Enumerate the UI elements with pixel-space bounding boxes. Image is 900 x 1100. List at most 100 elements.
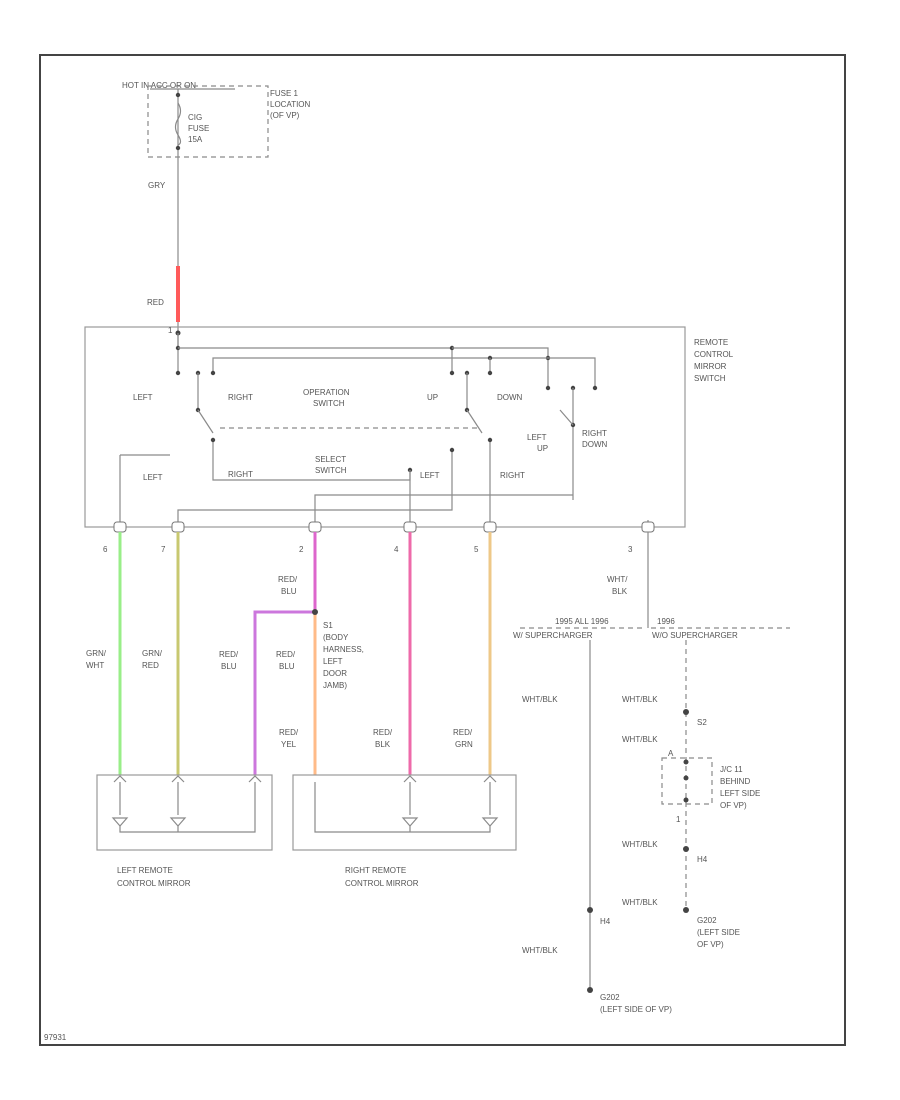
label-operation-2: SWITCH: [313, 399, 345, 408]
label-right-bottom: RIGHT: [228, 470, 253, 479]
label-wht-blk-left: WHT/BLK: [522, 695, 558, 704]
label-red-grn-2: GRN: [455, 740, 473, 749]
junction-line-3: LEFT SIDE: [720, 789, 760, 798]
splice-line-1: (BODY: [323, 633, 349, 642]
diagram-frame: [39, 54, 846, 1046]
splice-line-2: HARNESS,: [323, 645, 364, 654]
label-s2: S2: [697, 718, 707, 727]
splice-line-3: LEFT: [323, 657, 343, 666]
label-select-2: SWITCH: [315, 466, 347, 475]
fuse-line-1: CIG: [188, 113, 202, 122]
label-left-bottom: LEFT: [143, 473, 163, 482]
fuse-box-outline: [147, 85, 269, 158]
label-left-up-1: LEFT: [527, 433, 547, 442]
branch-line-3: 1996: [657, 617, 675, 626]
junction-pin-a: A: [668, 749, 674, 758]
label-right-down-2: DOWN: [582, 440, 608, 449]
fuse-symbol: [174, 102, 182, 146]
label-h4-right: H4: [697, 855, 708, 864]
ground-path: WHT/ BLK 1995 ALL 1996 W/ SUPERCHARGER 1…: [513, 532, 790, 1014]
label-red-blu-left-2: BLU: [221, 662, 237, 671]
label-wht-blk-a: WHT/BLK: [622, 695, 658, 704]
branch-line-2: W/ SUPERCHARGER: [513, 631, 593, 640]
label-up: UP: [427, 393, 438, 402]
label-wht-blk-switch-2: BLK: [612, 587, 628, 596]
label-h4-left: H4: [600, 917, 611, 926]
label-left-sel: LEFT: [420, 471, 440, 480]
switch-name-1: REMOTE: [694, 338, 728, 347]
label-red-blu-mid-1: RED/: [276, 650, 296, 659]
label-grn-red-2: RED: [142, 661, 159, 670]
switch-name-3: MIRROR: [694, 362, 727, 371]
junction-pin-b: 1: [676, 815, 681, 824]
label-red-blu-mid-2: BLU: [279, 662, 295, 671]
label-red-blk-2: BLK: [375, 740, 391, 749]
splice-name: S1: [323, 621, 333, 630]
g202-right-1: G202: [697, 916, 717, 925]
footer-code: 97931: [44, 1033, 67, 1042]
left-mirror-box: [96, 774, 273, 851]
left-remote-control-mirror: LEFT REMOTE CONTROL MIRROR: [96, 774, 273, 888]
branch-line-1: 1995 ALL 1996: [555, 617, 609, 626]
label-red-blu-switch-1: RED/: [278, 575, 298, 584]
g202-right-2: (LEFT SIDE: [697, 928, 740, 937]
label-red-yel-1: RED/: [279, 728, 299, 737]
fuse-line-3: 15A: [188, 135, 203, 144]
pin-4: 4: [394, 545, 399, 554]
label-red-yel-2: YEL: [281, 740, 297, 749]
splice-line-4: DOOR: [323, 669, 347, 678]
right-mirror-label-2: CONTROL MIRROR: [345, 879, 419, 888]
g202-left-1: G202: [600, 993, 620, 1002]
switch-top-pin: 1: [168, 326, 173, 335]
pin-3: 3: [628, 545, 633, 554]
fuse-location-2: LOCATION: [270, 100, 311, 109]
label-wht-blk-d: WHT/BLK: [622, 898, 658, 907]
fuse-location-1: FUSE 1: [270, 89, 299, 98]
g202-left-2: (LEFT SIDE OF VP): [600, 1005, 672, 1014]
label-grn-red-1: GRN/: [142, 649, 163, 658]
fuse-block: HOT IN ACC OR ON CIG FUSE 15A FUSE 1 LOC…: [122, 81, 311, 158]
remote-control-mirror-switch: 1: [84, 326, 734, 554]
right-mirror-label-1: RIGHT REMOTE: [345, 866, 406, 875]
switch-name-2: CONTROL: [694, 350, 734, 359]
right-mirror-box: [292, 774, 517, 851]
junction-connector-box: [661, 757, 713, 805]
label-red-grn-1: RED/: [453, 728, 473, 737]
label-wht-blk-e: WHT/BLK: [522, 946, 558, 955]
label-operation-1: OPERATION: [303, 388, 350, 397]
wire-label-gry: GRY: [148, 181, 166, 190]
label-grn-wht-1: GRN/: [86, 649, 107, 658]
wire-label-red-top: RED: [147, 298, 164, 307]
pin-6: 6: [103, 545, 108, 554]
harness-wires: RED/ BLU GRN/ WHT GRN/ RED RED/ BLU RED/…: [86, 532, 492, 775]
junction-line-2: BEHIND: [720, 777, 750, 786]
label-down: DOWN: [497, 393, 523, 402]
branch-line-4: W/O SUPERCHARGER: [652, 631, 738, 640]
fuse-location-3: (OF VP): [270, 111, 300, 120]
right-remote-control-mirror: RIGHT REMOTE CONTROL MIRROR: [292, 774, 517, 888]
fuse-line-2: FUSE: [188, 124, 209, 133]
pin-7: 7: [161, 545, 166, 554]
label-red-blu-left-1: RED/: [219, 650, 239, 659]
label-grn-wht-2: WHT: [86, 661, 104, 670]
label-left-top: LEFT: [133, 393, 153, 402]
switch-name-4: SWITCH: [694, 374, 726, 383]
left-mirror-label-2: CONTROL MIRROR: [117, 879, 191, 888]
pin-2: 2: [299, 545, 304, 554]
label-wht-blk-c: WHT/BLK: [622, 840, 658, 849]
wire-red-blu-left: [253, 610, 315, 775]
splice-s1-node: [312, 609, 318, 615]
label-wht-blk-b: WHT/BLK: [622, 735, 658, 744]
switch-box: [84, 326, 686, 528]
g202-right-3: OF VP): [697, 940, 724, 949]
label-right-top: RIGHT: [228, 393, 253, 402]
junction-line-4: OF VP): [720, 801, 747, 810]
junction-line-1: J/C 11: [720, 765, 743, 774]
left-mirror-motors: [111, 817, 187, 827]
feed-wire: GRY RED: [147, 158, 180, 348]
label-select-1: SELECT: [315, 455, 346, 464]
label-right-sel: RIGHT: [500, 471, 525, 480]
splice-line-5: JAMB): [323, 681, 347, 690]
label-left-up-2: UP: [537, 444, 548, 453]
